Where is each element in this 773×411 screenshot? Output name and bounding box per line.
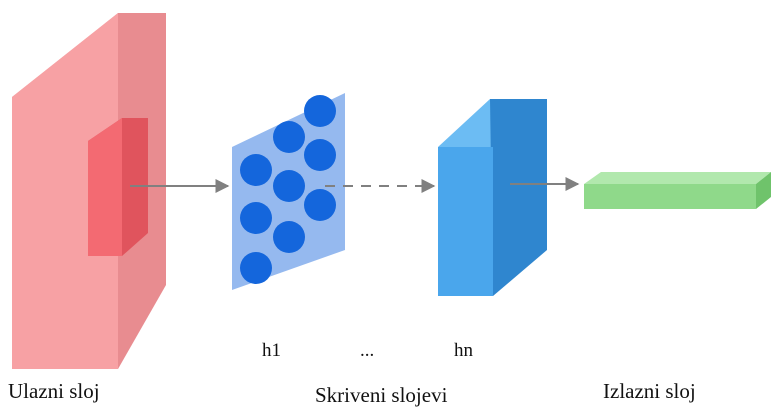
neuron (273, 221, 305, 253)
label-hidden-layers: Skriveni slojevi (315, 383, 448, 407)
hidden-layer-hn (438, 99, 547, 296)
output-layer-side-face (756, 172, 771, 209)
label-output-layer: Izlazni sloj (603, 379, 696, 403)
neuron (304, 139, 336, 171)
neuron (240, 202, 272, 234)
hidden-layer-hn-front-face (438, 147, 493, 296)
kernel-front-face (88, 118, 122, 256)
output-layer-top-face (584, 172, 771, 184)
hidden-layer-h1 (232, 93, 345, 290)
output-layer-block (584, 172, 771, 209)
input-layer-front-face (12, 13, 118, 369)
neuron (273, 121, 305, 153)
label-input-layer: Ulazni sloj (8, 379, 100, 403)
neuron (273, 170, 305, 202)
convolution-kernel (88, 118, 148, 256)
label-h1: h1 (262, 340, 281, 361)
neuron (240, 252, 272, 284)
neuron (304, 189, 336, 221)
hidden-layer-hn-side-face (490, 99, 547, 296)
label-hn: hn (454, 340, 474, 361)
neuron (240, 154, 272, 186)
output-layer-front-face (584, 184, 756, 209)
neuron (304, 95, 336, 127)
label-ellipsis: ... (360, 340, 374, 361)
